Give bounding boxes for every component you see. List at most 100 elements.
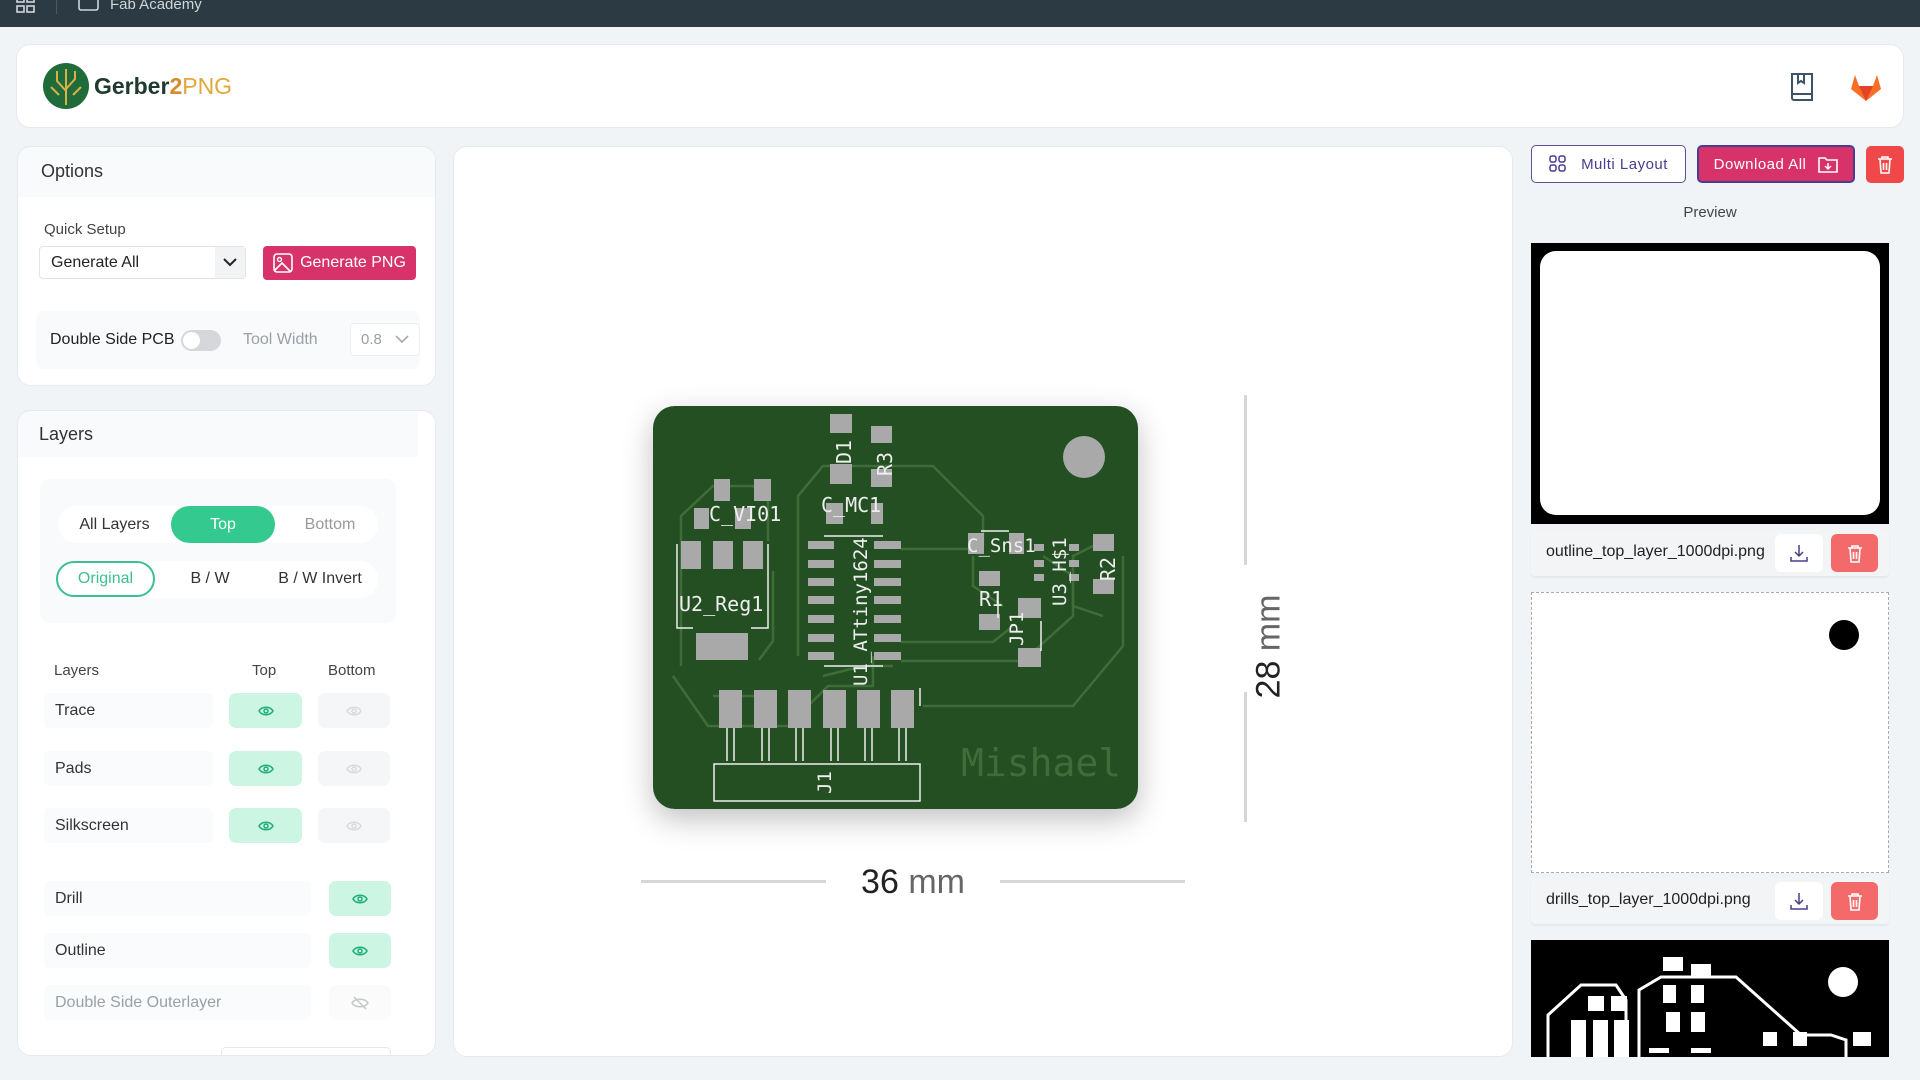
pcb-pad — [754, 479, 771, 501]
pcb-pad — [874, 578, 901, 586]
pcb-label-r2: R2 — [1096, 557, 1120, 581]
pcb-pad — [1069, 544, 1079, 551]
logo-suffix: PNG — [182, 72, 233, 99]
pcb-pad — [874, 541, 901, 549]
partial-select[interactable] — [221, 1047, 391, 1057]
logo-num: 2 — [169, 72, 183, 99]
pcb-pad — [874, 615, 901, 623]
pcb-label-r3: R3 — [873, 452, 897, 476]
height-dimension-label: 28 mm — [1250, 592, 1289, 702]
pcb-pad — [1034, 560, 1044, 567]
docs-book-icon[interactable] — [1790, 72, 1814, 102]
pcb-pad — [754, 690, 777, 728]
pcb-pad — [808, 541, 834, 549]
file-name: outline_top_layer_1000dpi.png — [1546, 543, 1765, 560]
layer-name: Drill — [44, 881, 311, 916]
toggle-top-visibility[interactable] — [229, 808, 302, 843]
quick-setup-label: Quick Setup — [44, 221, 126, 238]
quick-setup-value: Generate All — [51, 253, 140, 271]
pcb-pad — [808, 578, 834, 586]
tab-bottom[interactable]: Bottom — [304, 515, 356, 533]
toggle-bottom-visibility[interactable] — [318, 693, 390, 728]
layer-name: Outline — [44, 933, 311, 968]
download-icon — [1790, 893, 1808, 910]
double-side-toggle[interactable] — [181, 330, 221, 351]
pcb-traces — [671, 464, 1125, 728]
pcb-pad — [1093, 534, 1114, 551]
pcb-pad — [1069, 560, 1079, 567]
download-all-label: Download All — [1713, 155, 1807, 173]
download-file-button[interactable] — [1775, 882, 1823, 920]
tool-width-value: 0.8 — [361, 331, 382, 348]
multi-layout-button[interactable]: Multi Layout — [1531, 145, 1686, 183]
width-dimension-line — [1000, 880, 1185, 883]
pcb-pad — [694, 508, 709, 529]
eye-icon — [257, 763, 274, 774]
pcb-pad — [808, 560, 834, 568]
col-layers: Layers — [54, 662, 100, 679]
pcb-pad — [823, 690, 846, 728]
pcb-mount-hole — [1063, 436, 1105, 478]
eye-icon — [346, 763, 362, 774]
quick-setup-select[interactable]: Generate All — [39, 246, 246, 279]
pcb-label-r1: R1 — [979, 587, 1003, 611]
options-title: Options — [41, 161, 104, 181]
toggle-visibility[interactable] — [329, 933, 391, 968]
delete-file-button[interactable] — [1831, 534, 1878, 572]
file-row: outline_top_layer_1000dpi.png — [1531, 530, 1889, 576]
toggle-visibility[interactable] — [329, 881, 391, 916]
file-name: drills_top_layer_1000dpi.png — [1546, 891, 1751, 908]
pcb-pad — [874, 634, 901, 642]
eye-icon — [346, 705, 362, 716]
mode-original[interactable]: Original — [56, 561, 155, 597]
pcb-pad — [871, 503, 883, 524]
apps-grid-icon[interactable] — [16, 0, 36, 14]
pcb-pad — [979, 571, 1000, 586]
preview-traces-image[interactable] — [1531, 940, 1889, 1057]
pcb-pin — [898, 728, 907, 761]
preview-outline-image[interactable] — [1531, 243, 1889, 524]
download-file-button[interactable] — [1775, 534, 1823, 572]
toggle-visibility[interactable] — [329, 985, 391, 1020]
pcb-pad — [1009, 533, 1024, 554]
pcb-label-csns: C_Sns1 — [967, 535, 1036, 557]
height-value: 28 — [1249, 660, 1288, 699]
image-icon — [273, 253, 293, 273]
options-panel: Options Quick Setup Generate All Generat… — [17, 146, 436, 386]
pcb-label-d1: D1 — [832, 440, 856, 464]
pcb-pad — [714, 479, 730, 501]
layer-name: Pads — [44, 751, 213, 786]
tab-top[interactable]: Top — [171, 506, 275, 543]
toggle-top-visibility[interactable] — [229, 693, 302, 728]
pcb-pad — [808, 652, 834, 660]
height-dimension-line — [1244, 692, 1247, 822]
mode-bw[interactable]: B / W — [190, 570, 230, 587]
generate-png-button[interactable]: Generate PNG — [263, 246, 416, 280]
pcb-pin — [726, 728, 735, 761]
toggle-bottom-visibility[interactable] — [318, 751, 390, 786]
pcb-pin — [864, 728, 873, 761]
gitlab-icon[interactable] — [1850, 72, 1882, 102]
delete-all-button[interactable] — [1866, 146, 1904, 183]
toggle-bottom-visibility[interactable] — [318, 808, 390, 843]
trash-icon — [1847, 544, 1862, 563]
delete-file-button[interactable] — [1831, 882, 1878, 920]
pcb-pad — [891, 690, 914, 728]
download-all-button[interactable]: Download All — [1697, 145, 1855, 183]
pcb-label-cmc: C_MC1 — [821, 493, 881, 517]
mode-bw-invert[interactable]: B / W Invert — [278, 570, 362, 587]
pcb-pad — [1093, 579, 1114, 594]
grid-layout-icon — [1549, 155, 1566, 172]
toggle-top-visibility[interactable] — [229, 751, 302, 786]
layer-row-trace: Trace — [18, 693, 437, 728]
preview-drills-image[interactable] — [1531, 592, 1889, 873]
layer-filter-box: All Layers Top Bottom Original B / W B /… — [40, 479, 396, 623]
layer-row-single: Double Side Outerlayer — [18, 985, 437, 1020]
tool-width-select[interactable]: 0.8 — [350, 323, 420, 356]
tab-all-layers[interactable]: All Layers — [79, 515, 150, 533]
